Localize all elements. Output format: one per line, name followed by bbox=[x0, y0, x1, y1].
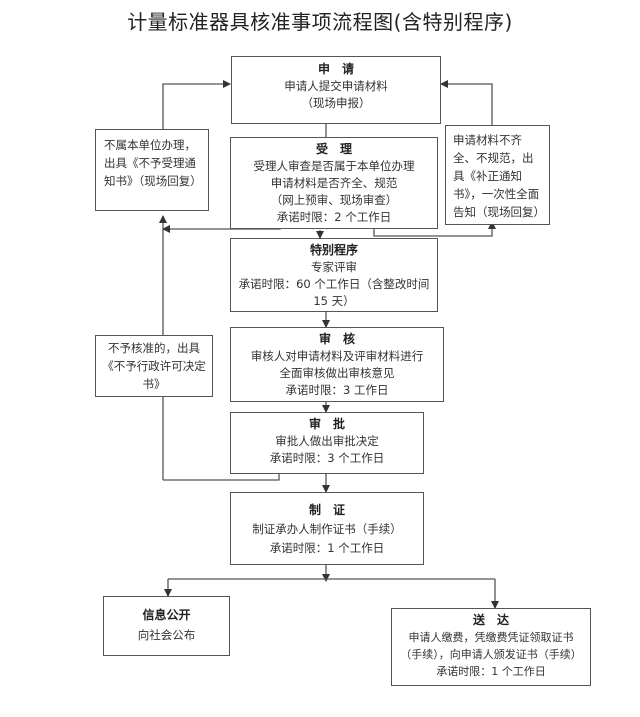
step-apply-heading: 申 请 bbox=[317, 62, 354, 76]
step-certify-line: 承诺时限：1 个工作日 bbox=[269, 541, 385, 555]
step-deliver-line: 承诺时限：1 个工作日 bbox=[436, 665, 546, 678]
step-deliver-heading: 送 达 bbox=[472, 613, 509, 627]
connector-notscope-apply bbox=[162, 80, 231, 129]
step-apply: 申 请 申请人提交申请材料 （现场申报） bbox=[231, 56, 441, 124]
note-not-approved-text: 不予核准的，出具《不予行政许可决定书》 bbox=[102, 341, 206, 391]
step-certify-heading: 制 证 bbox=[308, 503, 345, 517]
step-approve-line: 审批人做出审批决定 bbox=[275, 434, 379, 448]
step-review-heading: 审 核 bbox=[318, 332, 355, 346]
step-review-line: 承诺时限：3 工作日 bbox=[285, 383, 389, 397]
note-not-in-scope-text: 不属本单位办理，出具《不予受理通知书》（现场回复） bbox=[104, 138, 202, 188]
step-special: 特别程序 专家评审 承诺时限：60 个工作日（含整改时间 15 天） bbox=[230, 238, 438, 312]
step-apply-line: （现场申报） bbox=[301, 96, 371, 110]
step-accept-line: 受理人审查是否属于本单位办理 bbox=[253, 159, 415, 173]
step-review-line: 审核人对申请材料及评审材料进行 bbox=[250, 349, 424, 363]
step-special-heading: 特别程序 bbox=[309, 243, 358, 257]
note-not-in-scope: 不属本单位办理，出具《不予受理通知书》（现场回复） bbox=[95, 129, 209, 211]
note-incomplete-text: 申请材料不齐全、不规范，出具《补正通知书》，一次性全面告知（现场回复） bbox=[453, 133, 545, 219]
step-review: 审 核 审核人对申请材料及评审材料进行 全面审核做出审核意见 承诺时限：3 工作… bbox=[230, 327, 444, 402]
step-publish: 信息公开 向社会公布 bbox=[103, 596, 230, 656]
step-publish-heading: 信息公开 bbox=[142, 608, 191, 622]
step-publish-line: 向社会公布 bbox=[137, 628, 196, 642]
step-special-line: 承诺时限：60 个工作日（含整改时间 bbox=[238, 277, 430, 291]
step-accept: 受 理 受理人审查是否属于本单位办理 申请材料是否齐全、规范 （网上预审、现场审… bbox=[230, 137, 438, 229]
step-special-line: 专家评审 bbox=[311, 260, 357, 274]
step-approve-heading: 审 批 bbox=[308, 417, 345, 431]
step-approve-line: 承诺时限：3 个工作日 bbox=[269, 451, 385, 465]
connector-incomplete-apply bbox=[440, 80, 493, 125]
step-apply-line: 申请人提交申请材料 bbox=[284, 79, 388, 93]
step-approve: 审 批 审批人做出审批决定 承诺时限：3 个工作日 bbox=[230, 412, 424, 474]
page-title: 计量标准器具核准事项流程图(含特别程序) bbox=[127, 10, 513, 34]
note-incomplete: 申请材料不齐全、不规范，出具《补正通知书》，一次性全面告知（现场回复） bbox=[445, 125, 550, 225]
note-not-approved: 不予核准的，出具《不予行政许可决定书》 bbox=[95, 335, 213, 397]
step-review-line: 全面审核做出审核意见 bbox=[279, 366, 395, 380]
step-deliver-line: 申请人缴费，凭缴费凭证领取证书 bbox=[408, 631, 574, 644]
step-deliver: 送 达 申请人缴费，凭缴费凭证领取证书 （手续），向申请人颁发证书（手续） 承诺… bbox=[391, 608, 591, 686]
step-special-line: 15 天） bbox=[313, 294, 355, 308]
step-certify-line: 制证承办人制作证书（手续） bbox=[252, 522, 402, 536]
step-accept-line: （网上预审、现场审查） bbox=[270, 193, 398, 207]
step-certify: 制 证 制证承办人制作证书（手续） 承诺时限：1 个工作日 bbox=[230, 492, 424, 565]
step-deliver-line: （手续），向申请人颁发证书（手续） bbox=[400, 648, 582, 661]
step-accept-line: 申请材料是否齐全、规范 bbox=[270, 176, 398, 190]
step-accept-line: 承诺时限：2 个工作日 bbox=[276, 210, 392, 224]
step-accept-heading: 受 理 bbox=[315, 142, 352, 156]
